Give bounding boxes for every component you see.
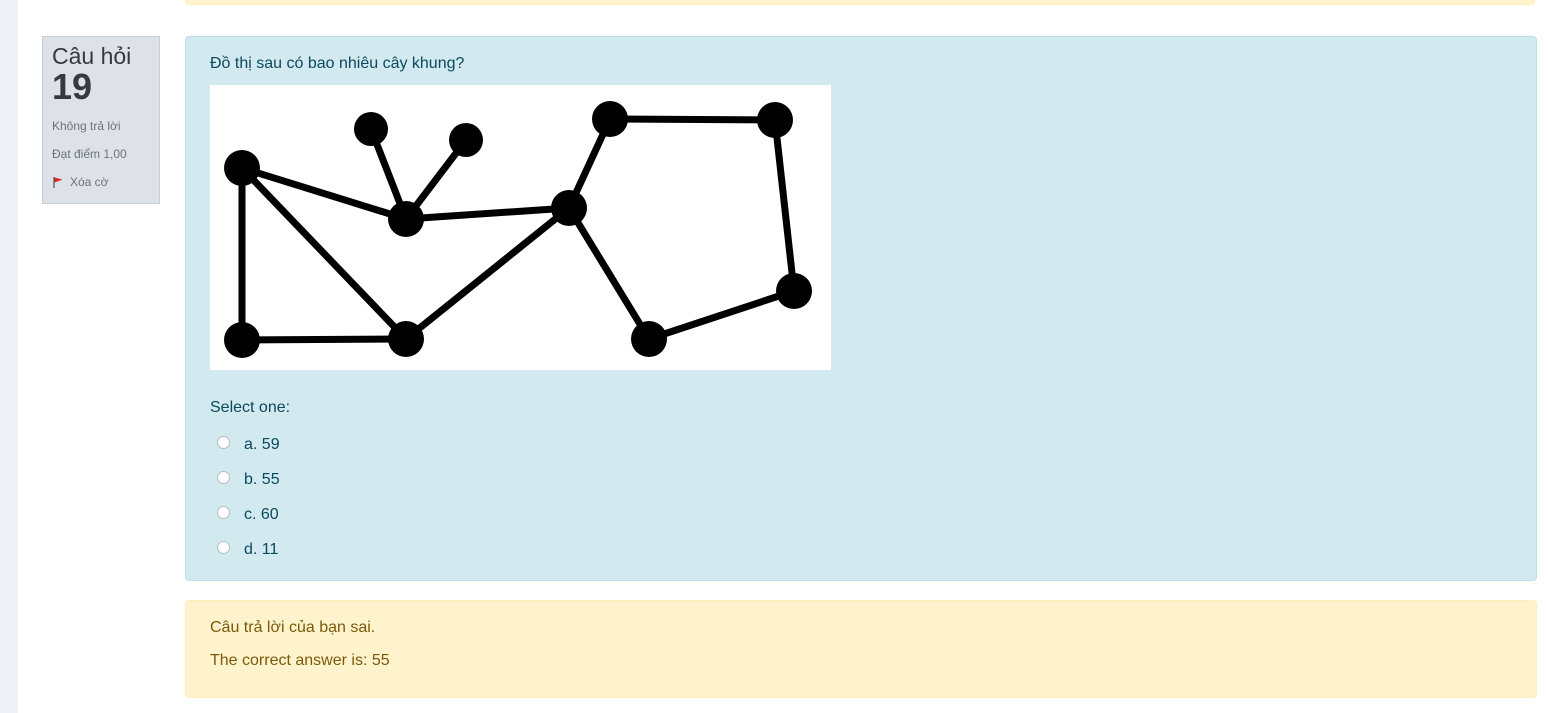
graph-edge (238, 335, 410, 344)
graph-vertex (592, 101, 628, 137)
graph-vertex (354, 112, 388, 146)
answer-option-d[interactable]: d. 11 (210, 532, 280, 567)
answer-radio-a[interactable] (217, 436, 230, 449)
graph-edge (771, 116, 798, 295)
graph-vertex (388, 201, 424, 237)
graph-vertex (757, 102, 793, 138)
answer-radio-b[interactable] (217, 471, 230, 484)
graph-vertex (551, 190, 587, 226)
question-grade: Đạt điểm 1,00 (52, 147, 127, 161)
graph-vertex (224, 150, 260, 186)
graph-edge (238, 164, 410, 223)
graph-edge (402, 204, 573, 223)
graph-edge (238, 164, 410, 343)
remove-flag-button[interactable]: Xóa cờ (52, 175, 150, 189)
page-left-rail (0, 0, 18, 713)
flag-icon (53, 177, 63, 188)
answer-radio-d[interactable] (217, 541, 230, 554)
graph-vertex (388, 321, 424, 357)
answer-label-b: b. 55 (244, 470, 280, 488)
graph-edge (606, 115, 779, 124)
question-title: Câu hỏi 19 (52, 43, 150, 105)
answer-label-d: d. 11 (244, 540, 279, 558)
feedback-correct-answer: The correct answer is: 55 (210, 652, 390, 669)
graph-vertex (449, 123, 483, 157)
graph-vertex (776, 273, 812, 309)
answer-label-c: c. 60 (244, 505, 279, 523)
question-info-panel: Câu hỏi 19 Không trả lời Đạt điểm 1,00 X… (42, 36, 160, 204)
question-number: 19 (52, 66, 93, 107)
question-state: Không trả lời (52, 119, 121, 133)
graph-diagram (210, 85, 831, 370)
question-title-label: Câu hỏi (52, 43, 132, 69)
feedback-result: Câu trả lời của bạn sai. (210, 619, 376, 636)
question-feedback: Câu trả lời của bạn sai. The correct ans… (185, 600, 1537, 698)
graph-edge (402, 204, 573, 343)
answer-option-c[interactable]: c. 60 (210, 497, 280, 532)
graph-edge (565, 204, 653, 343)
question-formulation: Đồ thị sau có bao nhiêu cây khung? (185, 36, 1537, 581)
answer-option-b[interactable]: b. 55 (210, 462, 280, 497)
previous-question-feedback (185, 0, 1535, 5)
answer-option-a[interactable]: a. 59 (210, 427, 280, 462)
graph-vertex (224, 322, 260, 358)
question-text: Đồ thị sau có bao nhiêu cây khung? (210, 55, 465, 72)
answer-radio-c[interactable] (217, 506, 230, 519)
select-one-prompt: Select one: (210, 399, 291, 416)
graph-vertex (631, 321, 667, 357)
answer-label-a: a. 59 (244, 435, 280, 453)
remove-flag-label: Xóa cờ (70, 175, 109, 189)
answer-options: a. 59 b. 55 c. 60 d. 11 (210, 427, 280, 567)
graph-edge (645, 287, 798, 343)
